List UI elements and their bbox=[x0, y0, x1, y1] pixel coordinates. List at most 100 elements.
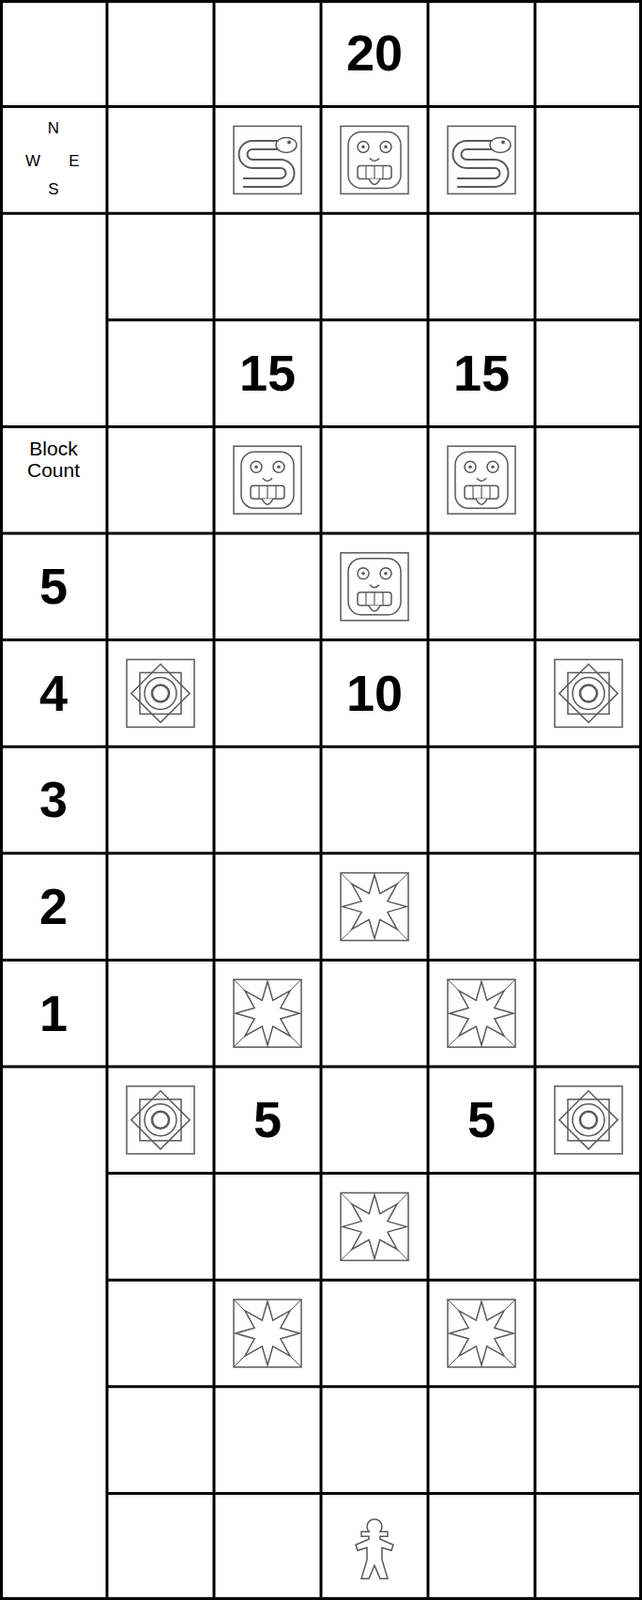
face-mouth bbox=[250, 485, 285, 499]
point-value: 15 bbox=[239, 345, 296, 401]
grid-line bbox=[107, 1491, 642, 1495]
face-eye bbox=[250, 460, 262, 473]
tile-frame bbox=[233, 125, 302, 194]
face-eye bbox=[380, 140, 392, 153]
face-pupil bbox=[361, 571, 366, 576]
sun-ring bbox=[144, 676, 177, 709]
grid-line bbox=[213, 0, 216, 1600]
grid-line bbox=[0, 1596, 642, 1600]
point-value: 10 bbox=[346, 665, 403, 721]
face-tooth bbox=[373, 165, 375, 179]
block-count: 3 bbox=[39, 771, 68, 827]
face-head bbox=[241, 451, 294, 508]
snake-head bbox=[489, 137, 511, 153]
face-tooth bbox=[258, 485, 260, 499]
grid-line bbox=[0, 958, 642, 962]
tile-icon bbox=[233, 1299, 302, 1367]
tile-icon bbox=[233, 125, 302, 194]
grid-line bbox=[0, 638, 642, 642]
grid-line bbox=[0, 425, 642, 428]
face-mouth bbox=[357, 165, 392, 179]
tile-frame bbox=[126, 1085, 195, 1154]
tile-icon bbox=[554, 658, 623, 727]
grid-line bbox=[0, 0, 642, 3]
tile-frame bbox=[447, 978, 516, 1047]
tile-icon bbox=[447, 1299, 516, 1367]
grid-line bbox=[427, 0, 430, 1600]
face-eye bbox=[487, 460, 499, 473]
tile-frame bbox=[233, 445, 302, 514]
point-value: 5 bbox=[253, 1091, 282, 1147]
tile-icon bbox=[340, 1192, 409, 1260]
face-tooth bbox=[365, 592, 367, 606]
star-shape bbox=[342, 1193, 407, 1258]
tile-icon bbox=[340, 872, 409, 941]
tile-icon bbox=[554, 1085, 623, 1154]
sun-square bbox=[131, 663, 190, 722]
star-diagonal bbox=[233, 978, 302, 1047]
grid-line bbox=[107, 1278, 642, 1282]
face-nose bbox=[369, 584, 380, 588]
snake-eye bbox=[287, 139, 291, 144]
tile-frame bbox=[447, 125, 516, 194]
sun-core bbox=[580, 684, 597, 702]
face-tongue bbox=[261, 498, 274, 505]
star-shape bbox=[235, 980, 300, 1045]
face-tooth bbox=[275, 485, 276, 499]
face-nose bbox=[476, 477, 487, 481]
grid-line bbox=[0, 532, 642, 535]
grid-line bbox=[0, 105, 642, 108]
star-diagonal bbox=[233, 1299, 302, 1367]
face-head bbox=[348, 131, 401, 188]
grid-line bbox=[0, 1065, 642, 1069]
star-diagonal bbox=[233, 1299, 302, 1367]
face-tooth bbox=[266, 485, 268, 499]
compass-letter: N bbox=[47, 120, 60, 138]
sun-core bbox=[152, 1111, 169, 1129]
grid-line bbox=[534, 0, 537, 1600]
tile-icon bbox=[126, 658, 195, 727]
compass-letter: S bbox=[47, 181, 59, 199]
face-head bbox=[348, 558, 401, 615]
tile-icon bbox=[126, 1085, 195, 1154]
tile-frame bbox=[447, 1299, 516, 1367]
face-eye bbox=[273, 460, 285, 473]
sun-core bbox=[152, 684, 169, 702]
block-count: 2 bbox=[39, 878, 68, 934]
sun-core bbox=[580, 1111, 597, 1129]
face-tooth bbox=[480, 485, 482, 499]
face-tooth bbox=[489, 485, 490, 499]
face-tooth bbox=[382, 592, 383, 606]
face-pupil bbox=[276, 464, 281, 469]
face-nose bbox=[369, 157, 380, 161]
star-diagonal bbox=[340, 1192, 409, 1260]
face-head bbox=[455, 451, 508, 508]
face-tooth bbox=[472, 485, 474, 499]
face-pupil bbox=[254, 464, 259, 469]
tile-frame bbox=[340, 872, 409, 941]
face-tooth bbox=[373, 592, 375, 606]
grid-line bbox=[320, 0, 323, 1600]
grid-line bbox=[0, 851, 642, 855]
point-value: 15 bbox=[453, 345, 510, 401]
sun-ring bbox=[572, 676, 605, 709]
face-eye bbox=[380, 567, 392, 580]
star-diagonal bbox=[447, 1299, 516, 1367]
tile-frame bbox=[233, 978, 302, 1047]
block-count: 5 bbox=[39, 558, 68, 614]
player-pawn bbox=[355, 1518, 394, 1578]
tile-frame bbox=[233, 1299, 302, 1367]
compass-letter: E bbox=[68, 152, 79, 171]
star-shape bbox=[449, 1300, 514, 1365]
face-eye bbox=[464, 460, 476, 473]
face-nose bbox=[262, 477, 273, 481]
tile-icon bbox=[233, 978, 302, 1047]
face-pupil bbox=[490, 464, 495, 469]
face-eye bbox=[357, 567, 369, 580]
snake-head bbox=[275, 137, 297, 153]
tile-frame bbox=[447, 445, 516, 514]
tile-frame bbox=[126, 658, 195, 727]
grid-line bbox=[0, 745, 642, 749]
point-value: 5 bbox=[467, 1091, 496, 1147]
